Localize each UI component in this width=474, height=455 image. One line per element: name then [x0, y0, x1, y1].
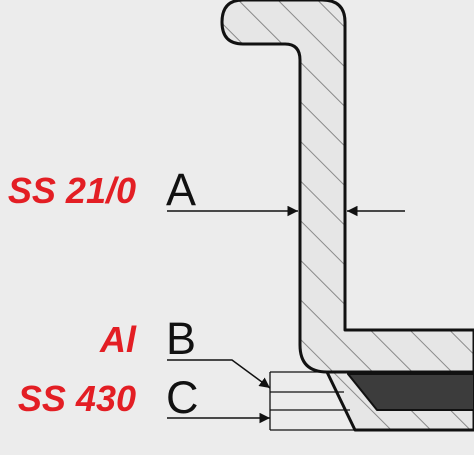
- material-label-c: SS 430: [18, 378, 136, 419]
- material-label-a: SS 21/0: [8, 170, 136, 211]
- pan-wall-profile: [220, 0, 474, 374]
- dimension-letter-a: A: [166, 164, 196, 215]
- dimension-b-leader: [167, 359, 271, 389]
- material-label-b: Al: [99, 319, 137, 360]
- aluminium-insert: [347, 373, 474, 411]
- dimension-letter-c: C: [166, 372, 199, 423]
- dimension-letter-b: B: [166, 313, 196, 364]
